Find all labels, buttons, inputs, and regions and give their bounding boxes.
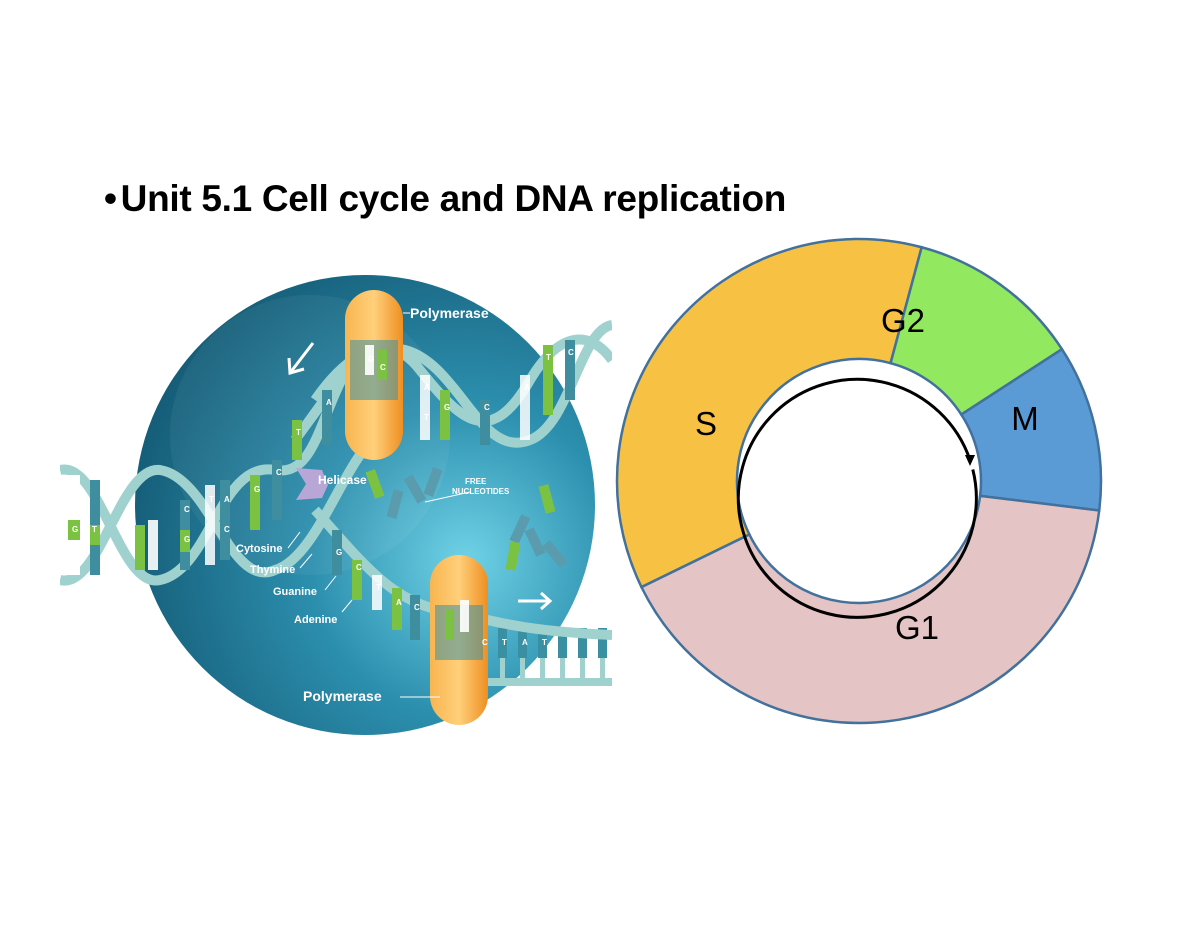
- cytosine-label: Cytosine: [236, 543, 282, 555]
- thymine-label: Thymine: [250, 564, 295, 576]
- base-letter: G: [184, 535, 190, 544]
- slide-title-text: Unit 5.1 Cell cycle and DNA replication: [120, 178, 787, 219]
- base-letter: A: [326, 398, 332, 407]
- base-letter: T: [376, 583, 381, 592]
- base-letter: C: [414, 603, 420, 612]
- phase-label-g1: G1: [895, 609, 939, 646]
- illustration-labels: Polymerase Helicase FREE NUCLEOTIDES Cyt…: [236, 305, 510, 704]
- free-nucleotides-label-line2: NUCLEOTIDES: [452, 487, 510, 496]
- base-letter: A: [424, 383, 430, 392]
- base-letter: C: [184, 505, 190, 514]
- base-letter: C: [224, 525, 230, 534]
- base-letter: G: [336, 548, 342, 557]
- base-letter: A: [522, 638, 528, 647]
- polymerase-bottom-label: Polymerase: [303, 688, 382, 704]
- base-letter: G: [72, 525, 78, 534]
- base-letter: G: [254, 485, 260, 494]
- polymerase-bottom: [430, 555, 488, 725]
- base-letter: A: [72, 555, 78, 564]
- cycle-direction-arrow: [736, 377, 978, 619]
- base-letter: G: [368, 355, 374, 364]
- base-letter: T: [546, 353, 551, 362]
- arrow-icon-upper: [287, 342, 315, 375]
- base-letter: T: [209, 495, 214, 504]
- base-letter: C: [482, 638, 488, 647]
- polymerase-top: [345, 290, 403, 460]
- ring-segment-s: [615, 237, 924, 589]
- phase-label-m: M: [1011, 400, 1039, 437]
- label-leader-lines: [287, 312, 471, 698]
- free-nucleotides: [365, 467, 568, 571]
- base-letter: C: [72, 485, 78, 494]
- base-letter: T: [296, 428, 301, 437]
- free-nucleotides-label-line1: FREE: [465, 477, 487, 486]
- base-letter: T: [542, 638, 547, 647]
- lower-strand-bases: [332, 530, 420, 640]
- bullet-icon: •: [104, 178, 117, 219]
- phase-label-s: S: [695, 405, 717, 442]
- adenine-label: Adenine: [294, 614, 337, 626]
- arrow-head-icon: [965, 455, 975, 466]
- dna-replication-illustration: Polymerase Helicase FREE NUCLEOTIDES Cyt…: [60, 275, 612, 735]
- base-letter: A: [224, 495, 230, 504]
- base-letter: C: [276, 468, 282, 477]
- parent-dna-helix: [60, 346, 365, 586]
- base-letter: C: [484, 403, 490, 412]
- cell-cycle-ring: [615, 237, 1103, 725]
- polymerase-top-label: Polymerase: [410, 305, 489, 321]
- base-letter: C: [380, 363, 386, 372]
- base-letter: C: [568, 348, 574, 357]
- phase-label-g2: G2: [881, 302, 925, 339]
- slide-title: •Unit 5.1 Cell cycle and DNA replication: [104, 178, 786, 220]
- base-letter: A: [396, 598, 402, 607]
- base-letter: G: [444, 403, 450, 412]
- helicase-label: Helicase: [318, 473, 367, 487]
- helicase-shape: [296, 468, 328, 500]
- ring-segment-g1: [639, 494, 1101, 725]
- base-letter: T: [424, 413, 429, 422]
- arrow-icon-lower: [518, 591, 553, 611]
- base-letter: C: [356, 563, 362, 572]
- guanine-label: Guanine: [273, 586, 317, 598]
- cell-cycle-diagram: S G2 M G1: [615, 237, 1103, 725]
- base-letter: T: [92, 525, 97, 534]
- base-letter: A: [524, 383, 530, 392]
- base-letter: T: [502, 638, 507, 647]
